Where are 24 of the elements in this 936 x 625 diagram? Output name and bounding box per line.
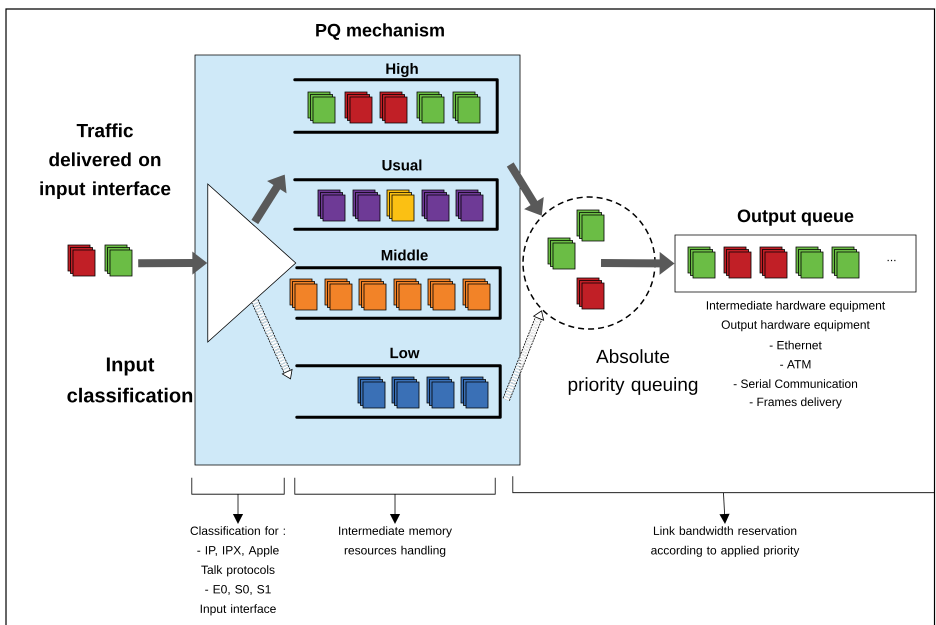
node-label: Input classification [67,358,192,402]
note: - Frames delivery [750,397,842,408]
queue-slot: Usual [293,160,499,231]
note: Output hardware equipment [722,320,870,332]
note: Intermediate memory resources handling [339,526,452,557]
queue-slot: Low [295,348,502,419]
note: - ATM [780,360,810,368]
bracket [512,476,935,494]
node-label: PQ mechanism [316,23,444,40]
node-label: Output queue [738,209,854,226]
note: - Ethernet [770,340,822,350]
bracket [294,477,496,495]
output-queue-box: Output queue ... [674,209,916,292]
note: Classification for : - IP, IPX, Apple Talk protocols - E0, S0, S1 Input interface [190,526,285,616]
traffic-source: Traffic delivered on input interface [40,123,170,276]
arrow [251,299,293,380]
node-label: Absolute priority queuing [568,349,698,395]
node-label: Traffic delivered on input interface [40,123,170,200]
note: Intermediate hardware equipment [706,300,886,312]
bracket [191,477,285,495]
note: Link bandwidth reservation according to applied priority [651,526,800,557]
queue-slot: High [293,62,499,134]
note: - Serial Communication [734,379,858,388]
queue-slot: Middle [295,250,502,320]
